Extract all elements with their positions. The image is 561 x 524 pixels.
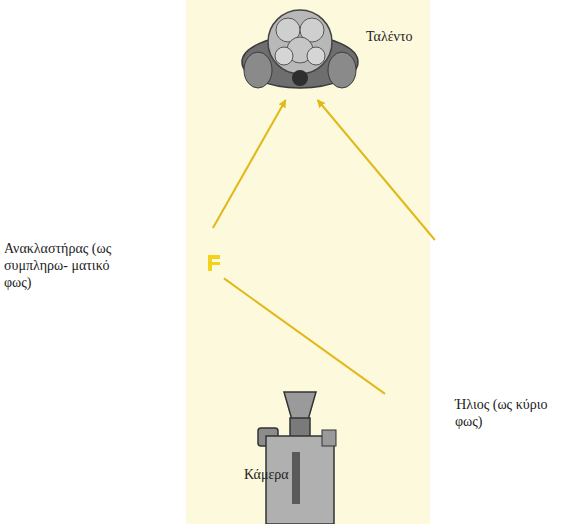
light-ray — [213, 100, 286, 228]
node-label: Ταλέντο — [366, 28, 426, 45]
light-band — [186, 0, 430, 524]
camera-figure — [258, 392, 336, 524]
talent-figure — [242, 10, 358, 88]
sun-node: Ήλιος (ως κύριο φως) — [385, 240, 557, 448]
node-label: Ανακλαστήρας (ως συμπληρω- ματικό φως) — [4, 240, 122, 291]
camera-node: Κάμερα — [238, 460, 308, 490]
talent-node: Ταλέντο — [250, 4, 428, 100]
light-ray — [224, 278, 385, 394]
reflector-mark — [208, 255, 220, 271]
node-label: Ήλιος (ως κύριο φως) — [455, 396, 551, 430]
light-ray — [318, 100, 435, 240]
reflector-node: Ανακλαστήρας (ως συμπληρω- ματικό φως) — [2, 228, 224, 300]
node-label: Κάμερα — [244, 466, 304, 483]
